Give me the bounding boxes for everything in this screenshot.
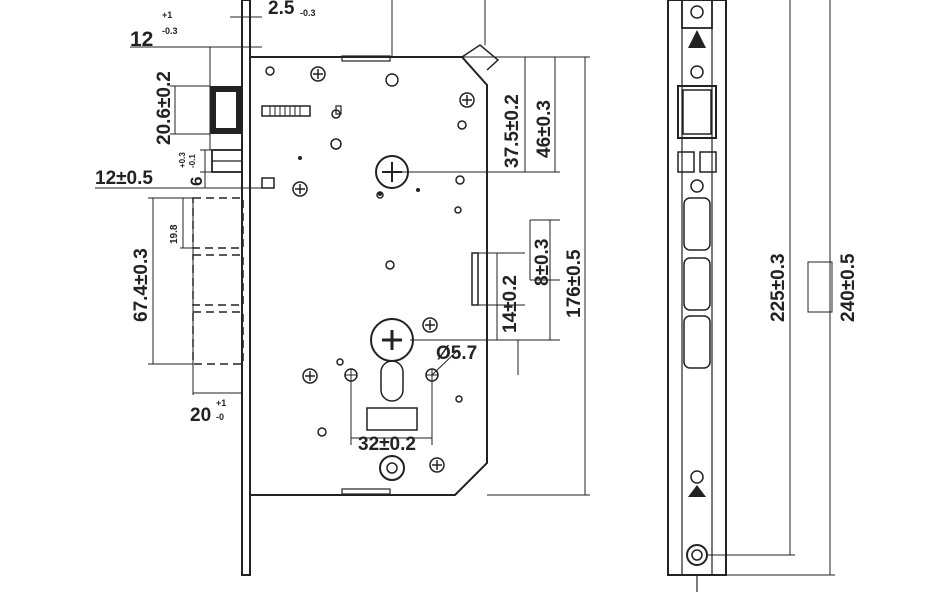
dim-2-5: 2.5 (268, 0, 295, 19)
dim-67-4: 67.4±0.3 (131, 248, 152, 322)
cylinder-cutout (370, 318, 414, 402)
dim-46: 46±0.3 (534, 100, 555, 158)
dim-20-tol-dn: -0 (216, 412, 224, 422)
dim-12-tol-dn: -0.3 (162, 26, 178, 36)
dim-37-5: 37.5±0.2 (502, 94, 523, 168)
dim-14: 14±0.2 (500, 275, 521, 333)
dim-12: 12 (130, 28, 153, 51)
dim-20-6: 20.6±0.2 (154, 71, 175, 145)
top-tab (461, 44, 500, 71)
dim-diameter: Ø5.7 (436, 343, 477, 364)
dim-6-tol-dn: -0.1 (188, 154, 197, 168)
dim-176: 176±0.5 (564, 249, 585, 318)
deadbolt-segments (192, 197, 244, 365)
screw-icons (292, 66, 475, 473)
dim-12-05: 12±0.5 (95, 168, 153, 189)
faceplate-side-view (667, 0, 727, 592)
dim-225: 225±0.3 (768, 253, 789, 322)
dim-6: 6 (187, 177, 206, 186)
dim-240: 240±0.5 (838, 253, 859, 322)
dim-19-8: 19.8 (169, 224, 180, 244)
dimension-lines-right (707, 0, 835, 576)
dim-8: 8±0.3 (532, 239, 553, 286)
lock-body-front-view (192, 0, 500, 576)
dim-32: 32±0.2 (358, 434, 416, 455)
dim-6-tol-up: +0.3 (178, 152, 187, 168)
dimension-labels: 2.5 -0.3 12 +1 -0.3 20.6±0.2 6 +0.3 -0.1… (95, 0, 859, 455)
dim-20-tol-up: +1 (216, 398, 226, 408)
dim-20: 20 (190, 405, 211, 426)
dim-12-tol-up: +1 (162, 10, 172, 20)
dim-2-5-tol: -0.3 (300, 8, 316, 18)
dimension-lines-left (95, 16, 590, 496)
